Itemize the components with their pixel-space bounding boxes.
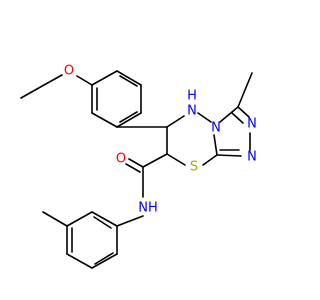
bond-c8a-sulfur: [202, 154, 218, 166]
bond-n4-c3: [219, 106, 239, 123]
amine-hydrogen-label: H: [187, 89, 197, 104]
amide-nh-label: NH: [138, 201, 158, 216]
bond-n1-c8a-double-outer: [216, 154, 242, 157]
bond-tolyl-inner-3: [94, 252, 114, 265]
bond-n4-c8a: [213, 134, 218, 156]
bond-aryl-c5-c6: [116, 70, 142, 86]
bond-amide-tolyl: [116, 215, 144, 227]
bond-ethyl-ch2-oxygen: [43, 74, 63, 86]
bond-tolyl-inner-1: [93, 216, 112, 229]
bond-carbonyl-oxygen-outer: [128, 158, 144, 168]
thiadiazine-sulfur-label: S: [190, 160, 198, 175]
ethoxy-oxygen-label: O: [64, 64, 74, 79]
bond-tolyl-c1-c2: [91, 211, 118, 227]
bond-oxygen-aryl: [76, 75, 93, 86]
carbonyl-oxygen-label: O: [116, 152, 126, 167]
bond-aryl-c6-c1: [91, 70, 118, 86]
bond-sulfur-c7: [166, 153, 186, 166]
bond-nh-n4: [197, 112, 212, 123]
triazole-n4-label: N: [211, 121, 221, 136]
bond-aryl-c3-c4: [116, 112, 142, 128]
bond-aryl-c2-c3: [91, 112, 118, 128]
molecule-structure: O H N N N N O S NH: [20, 64, 257, 269]
bond-carbonyl-oxygen-inner: [125, 163, 141, 173]
bond-tolyl-c2-c3: [66, 211, 93, 227]
bond-tolyl-methyl: [42, 211, 68, 227]
triazole-n2-label: N: [247, 117, 257, 132]
bond-ethyl-ch3-ch2: [20, 84, 45, 99]
amine-nitrogen-label: N: [187, 104, 197, 119]
bond-lines: [20, 70, 253, 269]
atom-labels: O H N N N N O S NH: [64, 64, 257, 216]
bond-c3-n2-double-inner: [231, 112, 244, 124]
bond-c3-methyl: [237, 72, 253, 108]
bond-aryl-inner-3: [119, 75, 138, 87]
bond-c6-nh: [166, 115, 185, 128]
bond-c7-carbonyl: [142, 153, 168, 168]
bond-aryl-inner-2: [119, 111, 138, 123]
triazole-n1-label: N: [247, 150, 257, 165]
bond-tolyl-c4-c5: [66, 253, 93, 269]
bond-c3-n2-double-outer: [237, 106, 250, 118]
bond-tolyl-c5-c6: [91, 253, 118, 269]
